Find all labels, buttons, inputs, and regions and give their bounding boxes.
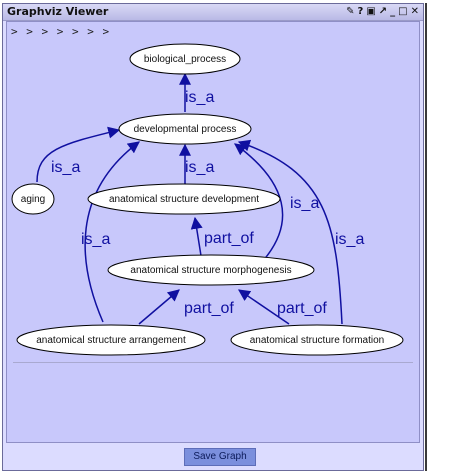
edge-label: is_a	[185, 159, 214, 176]
wrench-icon[interactable]: ✎	[346, 6, 355, 17]
maximize-icon[interactable]: □	[398, 6, 408, 17]
pin-icon[interactable]: ↗	[378, 6, 388, 17]
node-label: anatomical structure development	[109, 194, 259, 205]
node-developmental-process[interactable]: developmental process	[118, 113, 252, 145]
edge-arrangement-to-developmental	[84, 141, 140, 323]
node-anatomical-structure-morphogenesis[interactable]: anatomical structure morphogenesis	[107, 254, 315, 286]
node-biological-process[interactable]: biological_process	[129, 43, 241, 75]
graphviz-viewer-window: Graphviz Viewer ✎ ? ▣ ↗ _ □ ✕ > > > > > …	[2, 3, 424, 471]
edge-morphogenesis-to-developmental	[234, 143, 284, 263]
edge-label: is_a	[185, 89, 214, 106]
node-label: anatomical structure arrangement	[36, 335, 186, 346]
edge-label: is_a	[290, 195, 319, 212]
node-label: biological_process	[144, 54, 226, 65]
help-icon[interactable]: ?	[357, 6, 364, 17]
node-aging[interactable]: aging	[11, 183, 55, 215]
divider	[13, 362, 413, 363]
graph-panel: > > > > > > > is_a is_a	[6, 21, 420, 443]
node-label: anatomical structure morphogenesis	[130, 265, 291, 276]
node-label: aging	[21, 194, 45, 205]
edge-label: is_a	[51, 159, 80, 176]
edge-label: part_of	[184, 300, 234, 317]
save-graph-button[interactable]: Save Graph	[184, 448, 256, 466]
breadcrumb[interactable]: > > > > > > >	[11, 25, 111, 38]
node-anatomical-structure-arrangement[interactable]: anatomical structure arrangement	[16, 324, 206, 356]
edge-formation-to-morphogenesis	[238, 289, 290, 325]
title-bar[interactable]: Graphviz Viewer ✎ ? ▣ ↗ _ □ ✕	[3, 4, 423, 21]
minimize-icon[interactable]: _	[390, 6, 396, 17]
scrollbar-edge	[425, 3, 427, 471]
edge-aging-to-developmental	[36, 126, 121, 183]
window-icon[interactable]: ▣	[366, 6, 376, 17]
edge-label: is_a	[335, 231, 364, 248]
edge-label: is_a	[81, 231, 110, 248]
edge-formation-to-developmental	[237, 139, 343, 325]
window-controls: ✎ ? ▣ ↗ _ □ ✕	[346, 4, 419, 20]
edge-label: part_of	[277, 300, 327, 317]
window-title: Graphviz Viewer	[7, 5, 109, 18]
edge-arrangement-to-morphogenesis	[138, 289, 180, 325]
edge-label: part_of	[204, 230, 254, 247]
close-icon[interactable]: ✕	[410, 6, 419, 17]
node-anatomical-structure-formation[interactable]: anatomical structure formation	[230, 324, 404, 356]
graph-canvas: is_a is_a is_a is_a is_a part_of is_a pa…	[11, 43, 404, 356]
node-label: anatomical structure formation	[250, 335, 385, 346]
node-label: developmental process	[134, 124, 237, 135]
node-anatomical-structure-development[interactable]: anatomical structure development	[87, 183, 281, 215]
